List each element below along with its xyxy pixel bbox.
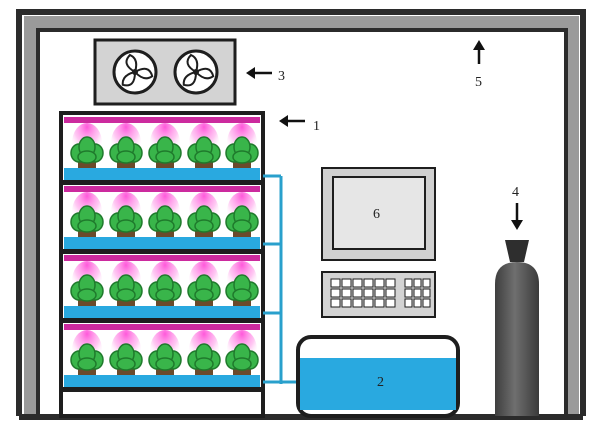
label-shelf: 1 (313, 119, 320, 134)
gas-cylinder-icon (495, 240, 539, 416)
plant-icon (225, 123, 259, 172)
plant-icon (109, 261, 143, 310)
plant-icon (109, 330, 143, 379)
plant-icon (70, 123, 104, 172)
plant-icon (148, 330, 182, 379)
fans-group (112, 49, 219, 95)
label-cylinder: 4 (512, 185, 519, 200)
label-tank: 2 (377, 375, 384, 390)
monitor (321, 167, 436, 261)
shelf-plank (62, 318, 262, 323)
shelf-plank (62, 249, 262, 254)
plant-icon (109, 123, 143, 172)
water-tray (64, 306, 260, 318)
arrow-icon-shelf (279, 115, 305, 127)
arrows (246, 40, 523, 230)
grow-light-icon (64, 255, 260, 261)
plant-icon (148, 123, 182, 172)
grow-light-icon (64, 117, 260, 123)
shelf-tier (62, 255, 262, 323)
plant-icon (225, 330, 259, 379)
keyboard-icon (321, 271, 436, 318)
fan-icon (173, 49, 219, 95)
plant-icon (70, 261, 104, 310)
plant-icon (187, 330, 221, 379)
label-exhaust: 5 (475, 75, 482, 90)
plant-shelf (59, 111, 265, 418)
label-monitor: 6 (373, 207, 380, 222)
plant-icon (148, 261, 182, 310)
shelf-plank (62, 387, 262, 392)
plant-icon (187, 123, 221, 172)
arrow-icon-cylinder (511, 203, 523, 230)
shelf-plank (62, 180, 262, 185)
water-tray (64, 375, 260, 387)
grow-light-icon (64, 324, 260, 330)
water-tray (64, 237, 260, 249)
plant-icon (187, 192, 221, 241)
shelf-tier (62, 324, 262, 392)
shelf-tier (62, 117, 262, 185)
plant-icon (187, 261, 221, 310)
plant-icon (109, 192, 143, 241)
fan-unit (93, 38, 237, 106)
plant-icon (225, 261, 259, 310)
water-tank (296, 335, 460, 418)
grow-light-icon (64, 186, 260, 192)
fan-icon (112, 49, 158, 95)
plant-icon (148, 192, 182, 241)
shelf-tiers (62, 117, 262, 392)
arrow-icon-fans (246, 67, 272, 79)
arrow-icon-exhaust (473, 40, 485, 64)
shelf-tier (62, 186, 262, 254)
label-fans: 3 (278, 69, 285, 84)
plant-icon (70, 192, 104, 241)
irrigation-pipes (263, 174, 302, 384)
keyboard-keys (330, 278, 431, 308)
plant-icon (225, 192, 259, 241)
plant-icon (70, 330, 104, 379)
water-tray (64, 168, 260, 180)
